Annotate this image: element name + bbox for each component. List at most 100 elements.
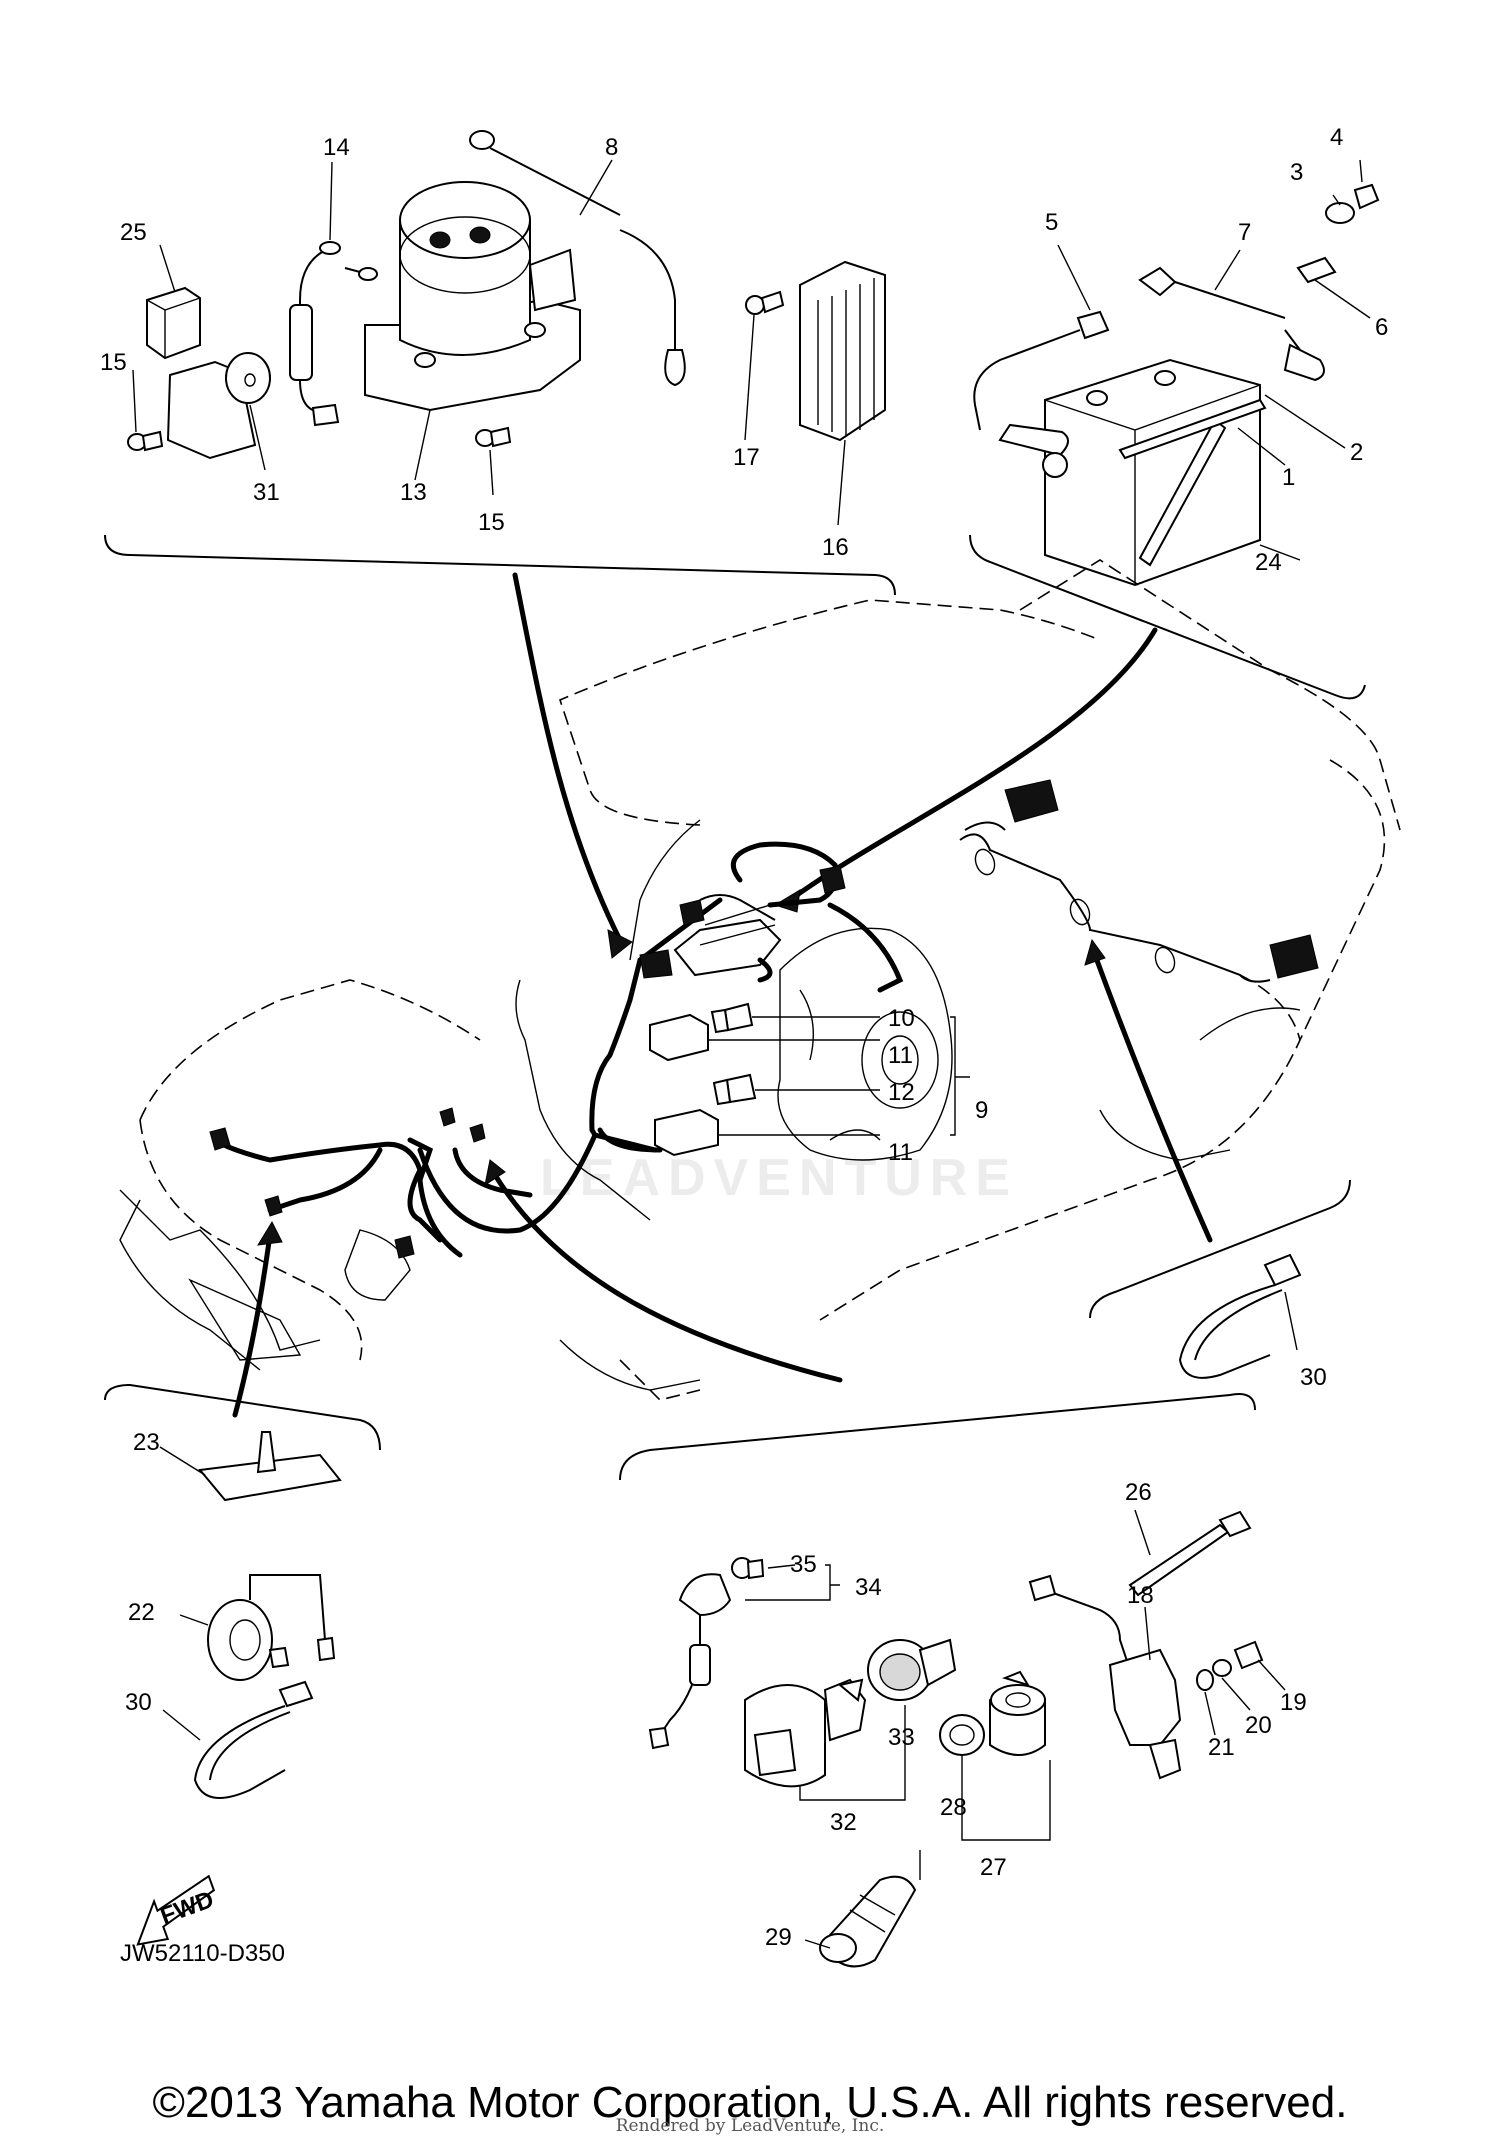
- callout-2: 2: [1350, 439, 1363, 466]
- cdi-unit-part-16: [799, 260, 886, 442]
- leader-arrow-switches: [492, 1172, 843, 1383]
- arrowhead: [607, 929, 633, 959]
- callout-18: 18: [1127, 1582, 1154, 1609]
- callout-11-lower: 11: [888, 1139, 913, 1166]
- cap-part-29: [819, 1850, 921, 1968]
- diagram-code: JW52110-D350: [120, 1940, 285, 1967]
- battery-part-24: [1044, 358, 1261, 587]
- sensor-part-18: [1028, 1574, 1182, 1780]
- leader-lines-27: [961, 1755, 1051, 1841]
- callout-24: 24: [1255, 549, 1282, 576]
- callout-27: 27: [980, 1854, 1007, 1881]
- cable-tie-part-26: [1128, 1510, 1252, 1597]
- bulb-part-35: [731, 1557, 765, 1580]
- callout-9: 9: [975, 1097, 988, 1124]
- copyright-notice: ©2013 Yamaha Motor Corporation, U.S.A. A…: [152, 2078, 1348, 2127]
- leader-arrow-solenoid: [512, 572, 623, 943]
- callout-29: 29: [765, 1924, 792, 1951]
- callout-30-right: 30: [1300, 1364, 1327, 1391]
- relay-cap-part-25: [146, 286, 201, 360]
- callout-33: 33: [888, 1724, 915, 1751]
- callout-20: 20: [1245, 1712, 1272, 1739]
- callout-5: 5: [1045, 209, 1058, 236]
- callout-14: 14: [323, 134, 350, 161]
- callout-19: 19: [1280, 1689, 1307, 1716]
- washer-part-21: [1196, 1669, 1214, 1691]
- cap-part-33: [867, 1638, 957, 1701]
- bolt-part-4: [1353, 183, 1380, 210]
- nut-part-3: [1325, 202, 1355, 224]
- leader-arrow-battery: [787, 627, 1158, 903]
- socket-part-27: [989, 1670, 1046, 1756]
- group-bracket-switches: [619, 1393, 1256, 1481]
- watermark: LEADVENTURE: [540, 1149, 1019, 1207]
- wire-part-14: [289, 241, 378, 427]
- wire-harness-rear: [959, 779, 1319, 1041]
- callout-35: 35: [790, 1551, 817, 1578]
- group-bracket-battery: [969, 534, 1366, 700]
- nut-part-28: [939, 1714, 985, 1756]
- callout-15-left: 15: [100, 349, 127, 376]
- callout-6: 6: [1375, 314, 1388, 341]
- horn-part-22: [207, 1574, 336, 1681]
- group-bracket-solenoid: [104, 534, 896, 596]
- washer-part-20: [1212, 1659, 1232, 1677]
- battery-band-part-1: [1118, 398, 1267, 567]
- leader-arrow-horn: [232, 1232, 273, 1418]
- leader-arrow-band: [1092, 952, 1213, 1243]
- screw-part-17: [745, 290, 785, 315]
- main-switch-part-32: [744, 1678, 867, 1788]
- bolt-part-15-center: [475, 426, 512, 448]
- leader-lines-32: [799, 1705, 906, 1801]
- callout-31: 31: [253, 479, 280, 506]
- bracket-part-31: [166, 352, 271, 460]
- callout-23: 23: [133, 1429, 160, 1456]
- callout-1: 1: [1282, 464, 1295, 491]
- callout-7: 7: [1238, 219, 1251, 246]
- callout-8: 8: [605, 134, 618, 161]
- group-bracket-horn: [104, 1383, 381, 1451]
- engine-outline: [777, 927, 953, 1161]
- callout-12: 12: [888, 1079, 915, 1106]
- callout-17: 17: [733, 444, 760, 471]
- callout-leaders: [132, 159, 1371, 1949]
- wire-harness-main: [589, 841, 904, 1153]
- cover-part-11-upper: [649, 1013, 709, 1062]
- cable-band-part-30-right: [1178, 1253, 1302, 1379]
- starter-relay-part-13: [364, 181, 581, 412]
- callout-26: 26: [1125, 1479, 1152, 1506]
- callout-4: 4: [1330, 124, 1343, 151]
- cable-band-part-30-left: [193, 1680, 314, 1799]
- callout-28: 28: [940, 1794, 967, 1821]
- leader-lines-9: [708, 1016, 970, 1136]
- battery-cable-part-5: [973, 310, 1110, 478]
- bolt-part-19: [1233, 1640, 1264, 1670]
- lead-wire-part-8: [469, 130, 686, 387]
- arrowhead: [257, 1220, 283, 1246]
- callout-16: 16: [822, 534, 849, 561]
- callout-21: 21: [1208, 1734, 1235, 1761]
- callout-13: 13: [400, 479, 427, 506]
- callout-22: 22: [128, 1599, 155, 1626]
- callout-labels: 1 2 3 4 5 6 7 8 9 10 11 11 12 13 14 15 1…: [100, 124, 1388, 1951]
- bolt-part-15-left: [127, 430, 164, 452]
- battery-cable-part-7: [1138, 266, 1325, 382]
- arrowhead: [484, 1159, 506, 1187]
- callout-3: 3: [1290, 159, 1303, 186]
- callout-30-left: 30: [125, 1689, 152, 1716]
- arrowhead: [1084, 938, 1106, 966]
- wire-harness-front: [209, 1107, 598, 1259]
- callout-15-center: 15: [478, 509, 505, 536]
- callout-25: 25: [120, 219, 147, 246]
- switch-part-10: [710, 1002, 754, 1034]
- socket-part-34: [648, 1573, 732, 1750]
- fwd-arrow: FWD: [136, 1874, 217, 1946]
- callout-11-upper: 11: [888, 1042, 913, 1069]
- rendered-by-notice: Rendered by LeadVenture, Inc.: [615, 2116, 885, 2136]
- callout-32: 32: [830, 1809, 857, 1836]
- terminal-part-6: [1296, 256, 1337, 284]
- pad-part-23: [198, 1431, 342, 1502]
- callout-10: 10: [888, 1005, 915, 1032]
- cover-part-11-lower: [654, 1108, 719, 1157]
